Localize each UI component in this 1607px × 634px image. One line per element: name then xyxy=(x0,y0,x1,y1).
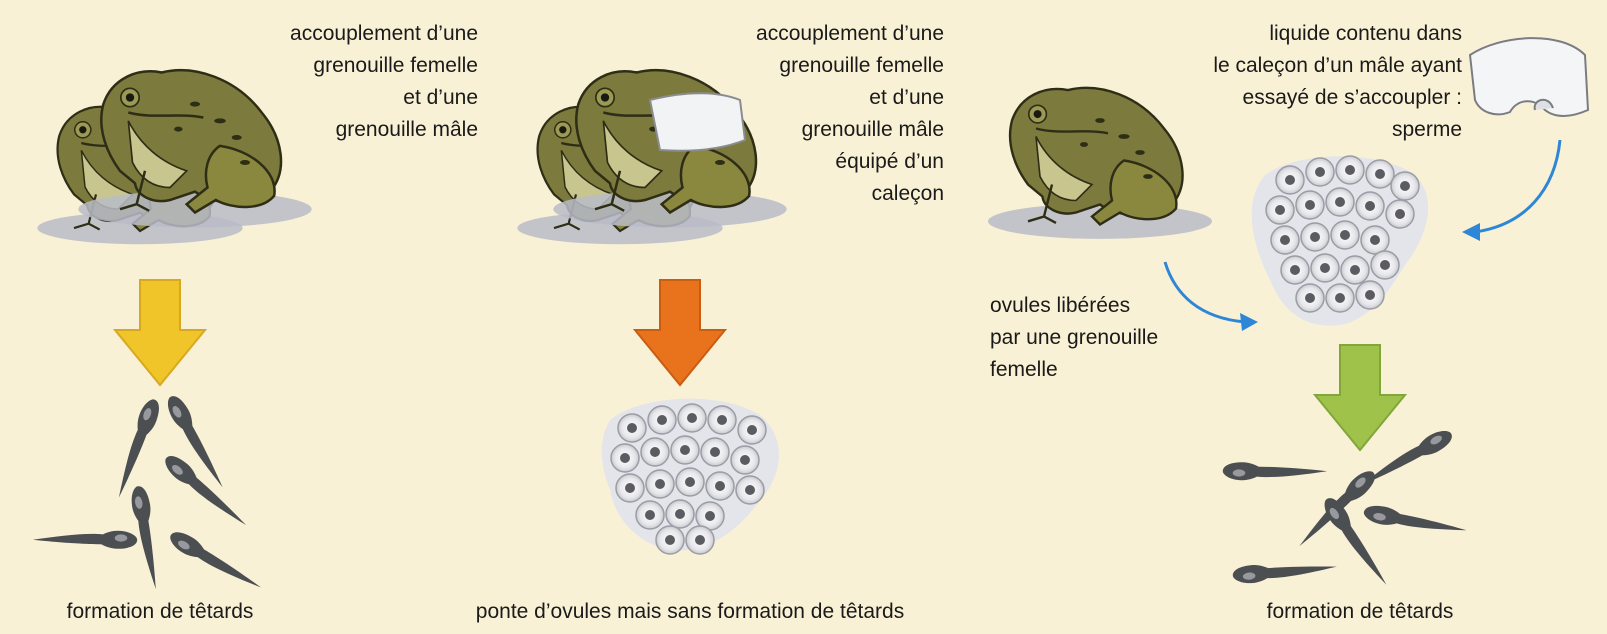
text-line: grenouille mâle xyxy=(690,114,944,146)
text-line: grenouille femelle xyxy=(690,50,944,82)
text-line: équipé d’un xyxy=(690,146,944,178)
panel-3-caption: formation de têtards xyxy=(1230,598,1490,626)
text-line: accouplement d’une xyxy=(690,18,944,50)
panel-3-boxer-shorts-icon xyxy=(1470,38,1588,116)
text-line: grenouille femelle xyxy=(210,50,478,82)
text-line: caleçon xyxy=(690,178,944,210)
text-line: par une grenouille xyxy=(990,322,1230,354)
text-line: liquide contenu dans xyxy=(1160,18,1462,50)
panel-3-tadpoles xyxy=(1223,426,1468,590)
text-line: essayé de s’accoupler : xyxy=(1160,82,1462,114)
text-line: le caleçon d’un mâle ayant xyxy=(1160,50,1462,82)
panel-3-arrow xyxy=(1315,345,1405,450)
panel-2-arrow xyxy=(635,280,725,385)
text-line: grenouille mâle xyxy=(210,114,478,146)
text-line: accouplement d’une xyxy=(210,18,478,50)
panel-1-tadpoles xyxy=(33,392,266,595)
panel-3-ovules-description: ovules libérées par une grenouille femel… xyxy=(990,290,1230,386)
text-line: femelle xyxy=(990,354,1230,386)
panel-3-eggs xyxy=(1252,156,1428,326)
panel-1-description: accouplement d’une grenouille femelle et… xyxy=(210,18,478,146)
panel-2-description: accouplement d’une grenouille femelle et… xyxy=(690,18,944,210)
blue-arrow-sperm xyxy=(1475,140,1560,232)
text-line: et d’une xyxy=(210,82,478,114)
panel-1-arrow xyxy=(115,280,205,385)
text-line: ovules libérées xyxy=(990,290,1230,322)
panel-1-caption: formation de têtards xyxy=(30,598,290,626)
panel-2-caption: ponte d’ovules mais sans formation de tê… xyxy=(430,598,950,626)
panel-3-liquid-description: liquide contenu dans le caleçon d’un mâl… xyxy=(1160,18,1462,146)
text-line: et d’une xyxy=(690,82,944,114)
panel-2-eggs xyxy=(602,399,779,554)
text-line: sperme xyxy=(1160,114,1462,146)
